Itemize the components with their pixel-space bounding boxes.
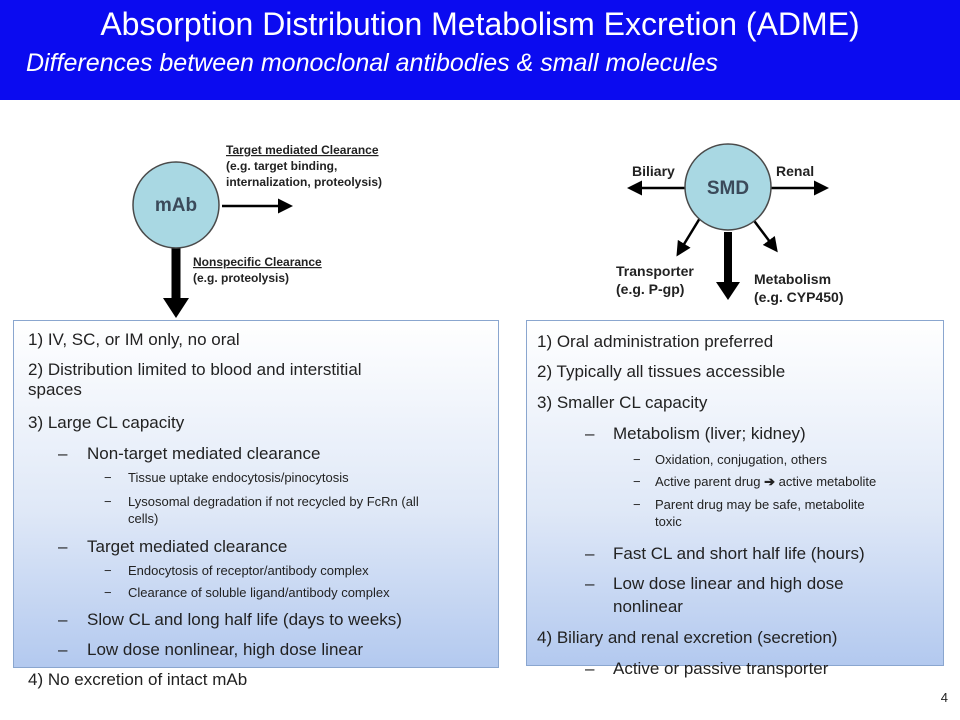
dash-icon: – <box>58 444 68 463</box>
mab-item-1: 1) IV, SC, or IM only, no oral <box>28 330 240 349</box>
transporter-label: Transporter <box>616 263 694 279</box>
smd-node <box>684 143 772 231</box>
mab-detail-lysosomal: Lysosomal degradation if not recycled by… <box>128 494 419 509</box>
smd-item-4: 4) Biliary and renal excretion (secretio… <box>537 628 838 647</box>
transporter-arrow <box>676 217 702 257</box>
dash-icon: – <box>585 544 595 563</box>
dash-icon: − <box>104 563 112 578</box>
mab-subitem-dose: Low dose nonlinear, high dose linear <box>87 640 363 659</box>
target-clearance-detail-1: (e.g. target binding, <box>226 159 337 173</box>
smd-subitem-dose: Low dose linear and high dose <box>613 574 844 593</box>
smd-node-label: SMD <box>707 178 749 199</box>
dash-icon: − <box>633 474 641 489</box>
smd-detail-toxic: Parent drug may be safe, metabolite <box>655 497 865 512</box>
slide-title: Absorption Distribution Metabolism Excre… <box>100 6 860 42</box>
mab-detail-lysosomal-cont: cells) <box>128 511 159 526</box>
mab-item-2-cont: spaces <box>28 380 82 399</box>
renal-label: Renal <box>776 163 814 179</box>
smd-properties-panel <box>526 320 944 666</box>
active-metabolite-text: active metabolite <box>775 474 877 489</box>
metabolism-label: Metabolism <box>754 271 831 287</box>
mab-subitem-slow-cl: Slow CL and long half life (days to week… <box>87 610 402 629</box>
dash-icon: – <box>585 659 595 678</box>
mab-properties-panel <box>13 320 499 668</box>
slide-subtitle: Differences between monoclonal antibodie… <box>26 49 719 77</box>
dash-icon: − <box>104 585 112 600</box>
target-clearance-detail-2: internalization, proteolysis) <box>226 175 382 189</box>
smd-item-1: 1) Oral administration preferred <box>537 332 774 351</box>
smd-subitem-fast-cl: Fast CL and short half life (hours) <box>613 544 865 563</box>
smd-diagram: SMD Biliary Renal Transporter (e.g. P-gp… <box>616 143 843 305</box>
nonspecific-clearance-heading: Nonspecific Clearance <box>193 255 322 269</box>
dash-icon: − <box>633 452 641 467</box>
smd-detail-toxic-cont: toxic <box>655 514 682 529</box>
smd-subitem-transporter: Active or passive transporter <box>613 659 829 678</box>
mab-item-4: 4) No excretion of intact mAb <box>28 670 248 689</box>
mab-node <box>132 161 220 249</box>
mab-detail-soluble-ligand: Clearance of soluble ligand/antibody com… <box>128 585 390 600</box>
mab-detail-endocytosis: Endocytosis of receptor/antibody complex <box>128 563 369 578</box>
right-arrow-icon: ➔ <box>764 474 776 489</box>
dash-icon: − <box>104 470 112 485</box>
mab-item-3: 3) Large CL capacity <box>28 413 185 432</box>
mab-subitem-nontarget: Non-target mediated clearance <box>87 444 321 463</box>
metabolism-arrow <box>751 217 778 253</box>
clearance-diagrams: mAb Target mediated Clearance (e.g. targ… <box>132 143 843 318</box>
nonspecific-clearance-detail: (e.g. proteolysis) <box>193 271 289 285</box>
dash-icon: – <box>585 574 595 593</box>
target-clearance-heading: Target mediated Clearance <box>226 143 379 157</box>
smd-subitem-dose-cont: nonlinear <box>613 597 683 616</box>
title-banner: Absorption Distribution Metabolism Excre… <box>0 0 960 100</box>
active-parent-text: Active parent drug <box>655 474 765 489</box>
mab-node-label: mAb <box>155 195 197 216</box>
transporter-example: (e.g. P-gp) <box>616 281 684 297</box>
metabolism-example: (e.g. CYP450) <box>754 289 843 305</box>
mab-detail-tissue-uptake: Tissue uptake endocytosis/pinocytosis <box>128 470 349 485</box>
mab-item-2: 2) Distribution limited to blood and int… <box>28 360 362 379</box>
dash-icon: – <box>585 424 595 443</box>
mab-diagram: mAb Target mediated Clearance (e.g. targ… <box>132 143 382 318</box>
dash-icon: – <box>58 610 68 629</box>
biliary-label: Biliary <box>632 163 675 179</box>
smd-item-3: 3) Smaller CL capacity <box>537 393 708 412</box>
page-number: 4 <box>940 690 948 705</box>
dash-icon: − <box>633 497 641 512</box>
smd-item-2: 2) Typically all tissues accessible <box>537 362 786 381</box>
smd-detail-oxidation: Oxidation, conjugation, others <box>655 452 827 467</box>
smd-detail-active-metabolite: Active parent drug ➔ active metabolite <box>655 474 876 490</box>
mab-subitem-target: Target mediated clearance <box>87 537 288 556</box>
dash-icon: – <box>58 537 68 556</box>
smd-subitem-metabolism: Metabolism (liver; kidney) <box>613 424 806 443</box>
dash-icon: – <box>58 640 68 659</box>
dash-icon: − <box>104 494 112 509</box>
